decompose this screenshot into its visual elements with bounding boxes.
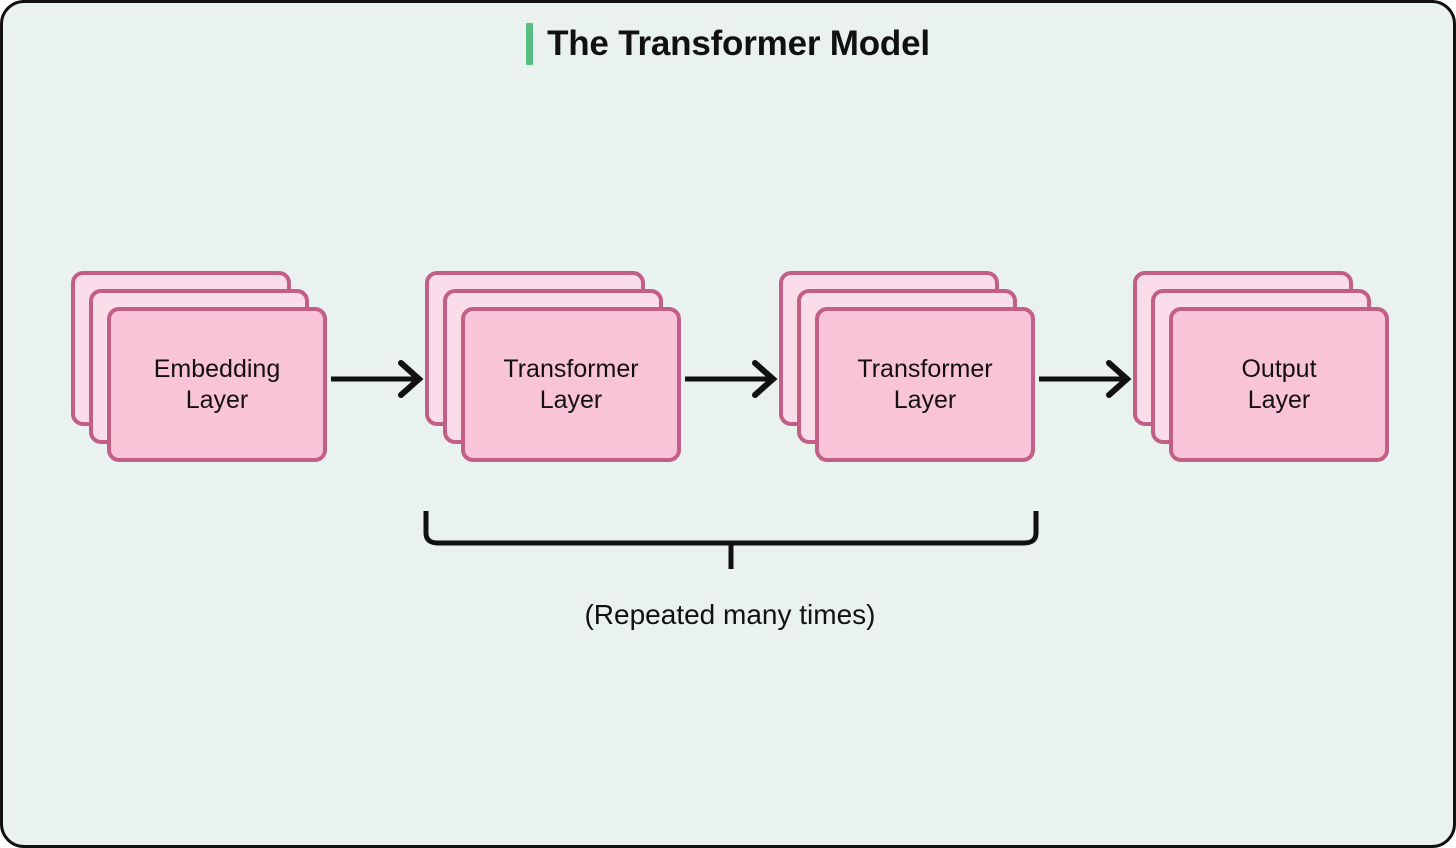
stack-card-front[interactable]: Output Layer (1169, 307, 1389, 462)
layer-label-transformer-1: Transformer Layer (503, 354, 639, 414)
title-text: The Transformer Model (547, 24, 930, 63)
repeat-caption-text: (Repeated many times) (584, 599, 876, 630)
stack-card-front[interactable]: Transformer Layer (815, 307, 1035, 462)
transformer-pipeline-diagram: Embedding Layer Transformer Layer (3, 3, 1453, 845)
flow-arrow-transformer-1-to-transformer-2 (685, 359, 781, 399)
stack-card-front[interactable]: Embedding Layer (107, 307, 327, 462)
repeat-bracket (421, 505, 1041, 575)
layer-label-transformer-2: Transformer Layer (857, 354, 993, 414)
repeat-caption: (Repeated many times) (3, 599, 1453, 631)
layer-label-output: Output Layer (1241, 354, 1317, 414)
flow-arrow-transformer-2-to-output (1039, 359, 1135, 399)
page-title: The Transformer Model (3, 23, 1453, 65)
title-accent-bar (526, 23, 534, 65)
flow-arrow-embedding-to-transformer-1 (331, 359, 427, 399)
stack-card-front[interactable]: Transformer Layer (461, 307, 681, 462)
layer-label-embedding: Embedding Layer (153, 354, 281, 414)
